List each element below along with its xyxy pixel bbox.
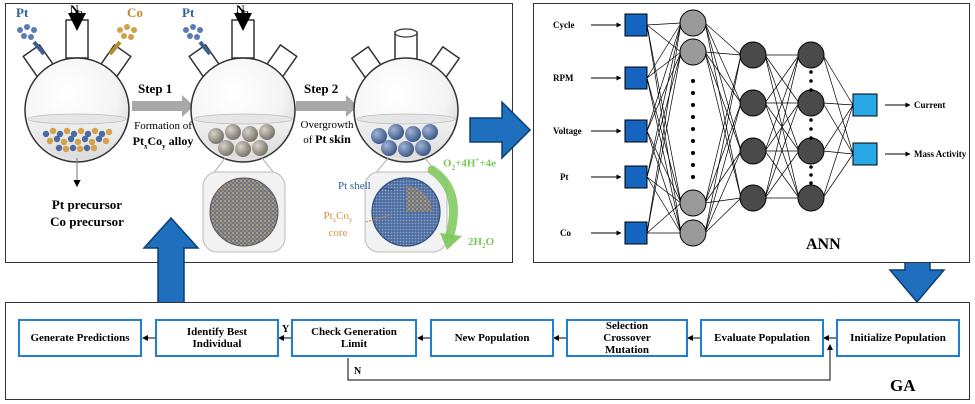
ann-edge xyxy=(704,54,742,204)
ann-edge xyxy=(764,54,800,104)
ann-edge xyxy=(704,102,742,234)
ann-connections xyxy=(646,22,854,234)
ann-edge xyxy=(704,51,742,104)
hidden-layer-2 xyxy=(739,41,767,212)
ga-title: GA xyxy=(890,376,916,395)
ga-generate-predictions: Generate Predictions xyxy=(18,319,142,357)
ga-check-generation: Check Generation Limit xyxy=(291,319,417,357)
pt-source-icon xyxy=(183,24,212,56)
co-source-icon xyxy=(108,24,137,56)
ga-evaluate-population: Evaluate Population xyxy=(700,319,824,357)
alloy-nanoparticle xyxy=(209,177,279,247)
ga-selection-crossover-mutation: Selection Crossover Mutation xyxy=(566,319,688,357)
flask2-pt-label: Pt xyxy=(182,5,195,20)
ga-yes-label: Y xyxy=(282,324,290,335)
step1-title: Step 1 xyxy=(138,81,173,96)
precursor-particles xyxy=(42,127,113,153)
flask-3 xyxy=(350,28,462,253)
hidden-layer-1 xyxy=(679,9,707,247)
ann-edge xyxy=(646,22,682,234)
ann-edge xyxy=(704,51,742,152)
ellipsis-dots xyxy=(691,70,813,185)
ann-edge xyxy=(704,150,742,234)
ann-title: ANN xyxy=(806,236,841,253)
ann-input-rpm: RPM xyxy=(553,73,574,83)
ann-edge xyxy=(704,102,742,204)
input-arrows xyxy=(591,22,622,236)
ga-new-population: New Population xyxy=(430,319,554,357)
ann-input-cycle: Cycle xyxy=(553,20,575,30)
ann-edge xyxy=(764,102,800,199)
ann-input-co: Co xyxy=(560,228,571,238)
input-nodes xyxy=(624,13,648,245)
step1-arrow xyxy=(132,95,194,117)
pt-source-icon xyxy=(17,24,46,56)
reaction-arrow xyxy=(427,165,458,240)
ann-edge xyxy=(646,22,682,132)
flask2-n2-label: N2 xyxy=(236,2,249,19)
step1-desc: Formation of PtxCoy alloy xyxy=(132,120,194,151)
alloy-particles xyxy=(208,124,275,157)
ann-output-mass-activity: Mass Activity xyxy=(914,149,967,159)
ann-edge xyxy=(646,130,682,234)
ga-no-label: N xyxy=(354,366,362,377)
ga-identify-best: Identify Best Individual xyxy=(155,319,279,357)
ann-edge xyxy=(704,22,742,152)
ann-edge xyxy=(822,153,854,199)
ann-edge xyxy=(704,54,742,234)
hidden-layer-3 xyxy=(797,41,825,212)
ann-edge xyxy=(646,176,682,204)
ann-edge xyxy=(646,202,682,234)
ann-edge xyxy=(704,22,742,104)
flask-1 xyxy=(17,10,137,188)
step2-desc: Overgrowth of Pt skin xyxy=(300,119,354,146)
ann-edge xyxy=(764,54,800,199)
ga-initialize-population: Initialize Population xyxy=(836,319,960,357)
ann-edge xyxy=(822,104,854,199)
arrow-to-synthesis xyxy=(142,216,200,306)
ann-edge xyxy=(646,77,682,234)
ann-input-pt: Pt xyxy=(560,172,569,182)
reaction-reactants: O2+4H++4e xyxy=(443,156,497,172)
step2-arrow xyxy=(296,95,358,117)
output-arrows xyxy=(885,102,911,157)
pt-shell-label: Pt shell xyxy=(338,180,371,192)
core-shell-particles xyxy=(371,124,438,157)
ann-edge xyxy=(704,51,742,199)
ann-input-voltage: Voltage xyxy=(553,126,582,136)
ann-edge xyxy=(704,150,742,204)
flask1-n2-label: N2 xyxy=(70,2,83,19)
flask1-pt-label: Pt xyxy=(16,5,29,20)
ann-edge xyxy=(822,102,854,106)
ann-edge xyxy=(646,176,682,234)
output-nodes xyxy=(852,93,878,166)
ann-edge xyxy=(646,22,682,178)
ann-edge xyxy=(704,197,742,234)
ann-edge xyxy=(764,54,800,152)
ann-edge xyxy=(822,54,854,106)
ann-edge xyxy=(822,104,854,152)
ann-edge xyxy=(646,51,682,234)
ann-edge xyxy=(704,51,742,56)
ann-edge xyxy=(646,130,682,204)
flask1-co-label: Co xyxy=(127,5,143,20)
flask-2 xyxy=(183,10,298,253)
ann-network xyxy=(591,9,911,247)
ann-output-current: Current xyxy=(914,100,946,110)
precursor-label: Pt precursor Co precursor xyxy=(50,197,124,229)
ann-edge xyxy=(646,22,682,79)
ann-edge xyxy=(822,54,854,155)
core-label: PtxCoy core xyxy=(323,210,353,240)
ann-edge xyxy=(764,150,800,199)
reaction-product: 2H2O xyxy=(468,236,495,251)
ann-edge xyxy=(646,77,682,204)
ann-edge xyxy=(704,22,742,56)
arrow-to-ann xyxy=(469,100,532,160)
ann-edge xyxy=(646,51,682,178)
step2-title: Step 2 xyxy=(304,81,339,96)
ann-edge xyxy=(646,51,682,132)
ann-edge xyxy=(646,22,682,26)
